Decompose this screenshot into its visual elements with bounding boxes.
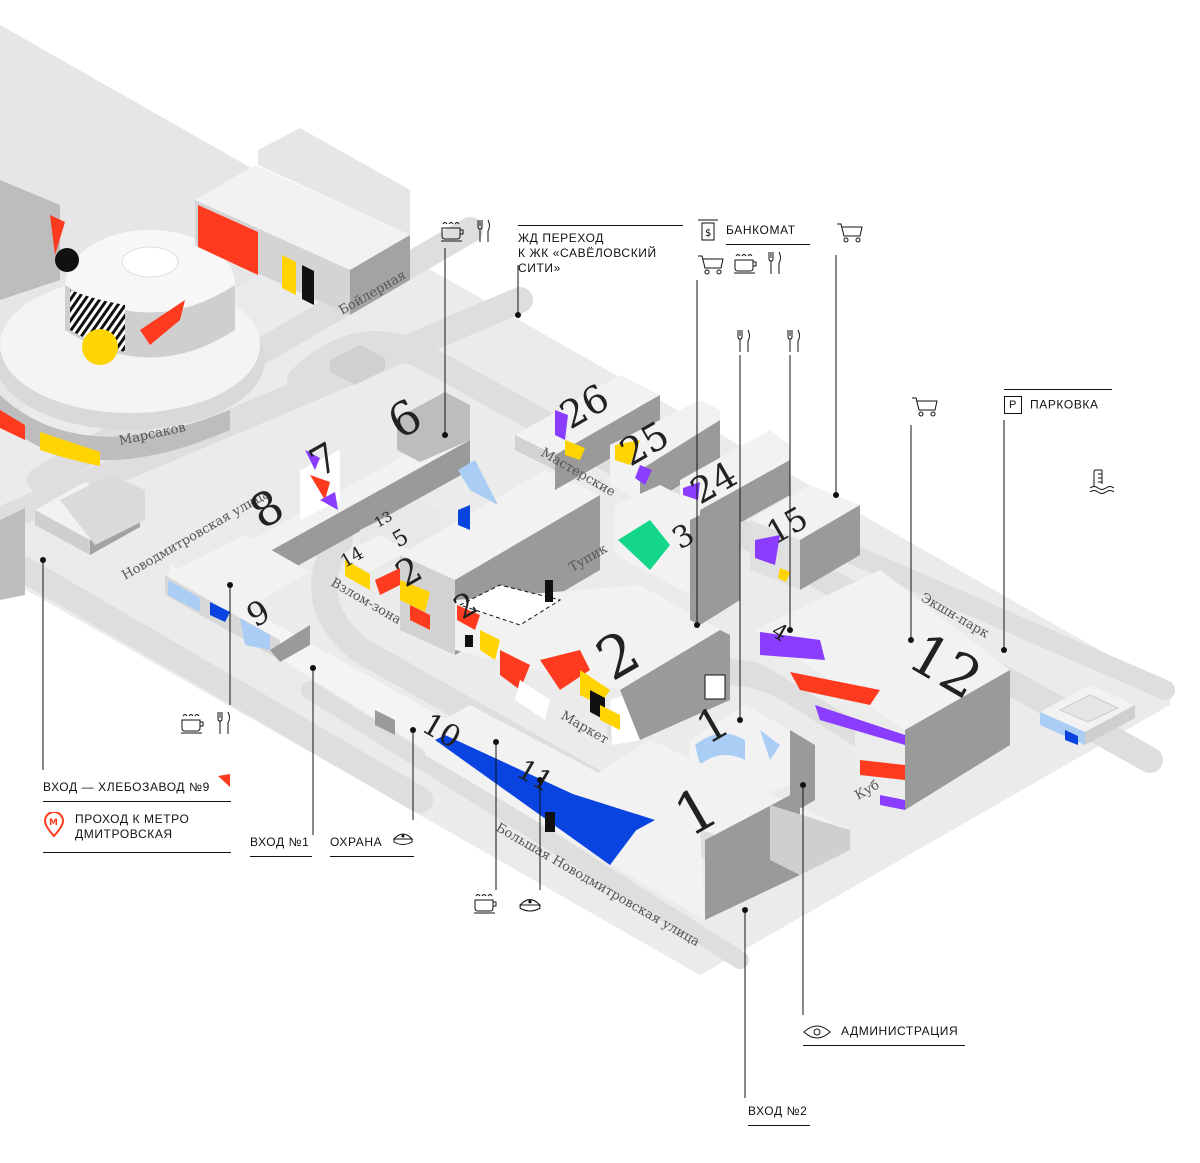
label-entrance-1[interactable]: ВХОД №1 [250, 835, 312, 857]
fork-knife-icon[interactable] [786, 328, 802, 354]
label-administration-text: АДМИНИСТРАЦИЯ [841, 1024, 959, 1038]
eye-icon [803, 1025, 831, 1039]
label-metro[interactable]: М ПРОХОД К МЕТРО ДМИТРОВСКАЯ [43, 812, 231, 853]
coffee-cup-icon[interactable] [733, 252, 759, 274]
metro-icon: М [43, 812, 65, 838]
leader-dots [40, 312, 1007, 913]
label-entrance-9[interactable]: ВХОД — ХЛЕБОЗАВОД №9 [43, 774, 231, 802]
parking-legend[interactable]: P ПАРКОВКА [1004, 389, 1112, 414]
label-rail-crossing[interactable]: ЖД ПЕРЕХОД К ЖК «САВЁЛОВСКИЙ СИТИ» [518, 225, 683, 276]
building-3 [615, 485, 740, 625]
guard-cap-icon[interactable] [518, 896, 542, 914]
water-icon[interactable] [1088, 468, 1114, 494]
parking-icon: P [1004, 396, 1022, 414]
label-security-text: ОХРАНА [330, 835, 383, 849]
label-security[interactable]: ОХРАНА [330, 833, 414, 857]
pool-building [1040, 685, 1135, 745]
fork-knife-icon[interactable] [216, 710, 232, 736]
building-marsakov: Марсаков [0, 180, 265, 466]
building-2-center [455, 580, 730, 745]
label-entrance-2[interactable]: ВХОД №2 [748, 1104, 810, 1126]
building-9 [165, 535, 310, 662]
building-15 [750, 485, 860, 590]
label-metro-text: ПРОХОД К МЕТРО ДМИТРОВСКАЯ [75, 812, 190, 841]
flag-icon [218, 774, 230, 787]
atm-icon[interactable]: $ [697, 218, 719, 242]
guard-cap-icon [392, 833, 414, 845]
label-entrance-9-text: ВХОД — ХЛЕБОЗАВОД №9 [43, 780, 210, 794]
building-8-7-6 [225, 392, 470, 595]
label-administration[interactable]: АДМИНИСТРАЦИЯ [803, 1024, 965, 1046]
svg-text:$: $ [705, 228, 711, 239]
coffee-cup-icon[interactable] [473, 892, 499, 914]
coffee-cup-icon[interactable] [440, 220, 466, 242]
buildings-13-5-14 [340, 500, 440, 595]
small-blocks-west [0, 345, 385, 600]
label-parking: ПАРКОВКА [1030, 397, 1099, 412]
building-number-13: 13 [372, 509, 395, 532]
label-atm[interactable]: БАНКОМАТ [726, 223, 810, 245]
building-12 [755, 570, 1010, 810]
svg-text:М: М [49, 818, 59, 828]
coffee-cup-icon[interactable] [180, 712, 206, 734]
leader-lines [42, 248, 1005, 1098]
buildings-10-11-1 [375, 705, 850, 920]
fork-knife-icon[interactable] [767, 250, 783, 276]
cart-icon[interactable] [911, 396, 939, 418]
fork-knife-icon[interactable] [476, 218, 492, 244]
cart-icon[interactable] [836, 222, 864, 244]
fork-knife-icon[interactable] [736, 328, 752, 354]
cart-icon[interactable] [697, 254, 725, 276]
